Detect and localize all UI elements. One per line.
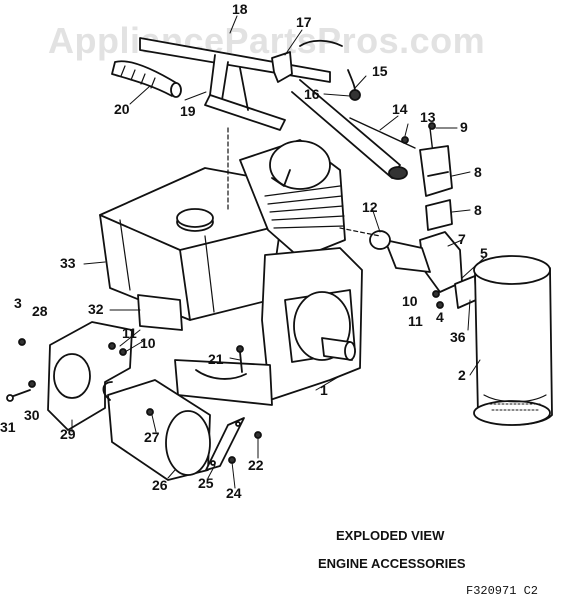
- callout-4: 4: [436, 309, 444, 325]
- callout-8-upper: 8: [474, 164, 482, 180]
- callout-2: 2: [458, 367, 466, 383]
- grip-handle: [111, 60, 182, 98]
- callout-21: 21: [208, 351, 224, 367]
- engine-block: [99, 127, 363, 406]
- drawing-code: F320971 C2: [466, 584, 539, 598]
- callout-32: 32: [88, 301, 104, 317]
- callout-29: 29: [60, 426, 76, 442]
- callout-36: 36: [450, 329, 466, 345]
- callout-16: 16: [304, 86, 320, 102]
- callout-20: 20: [114, 101, 130, 117]
- caption-line-2: ENGINE ACCESSORIES: [318, 556, 466, 571]
- upper-small-parts: [271, 39, 436, 163]
- callout-14: 14: [392, 101, 408, 117]
- air-cleaner: [473, 255, 553, 426]
- callout-15: 15: [372, 63, 388, 79]
- callout-3: 3: [14, 295, 22, 311]
- callout-11-right: 11: [408, 313, 423, 329]
- callout-24: 24: [226, 485, 242, 501]
- watermark: AppliancePartsPros.com: [48, 20, 486, 61]
- callout-22: 22: [248, 457, 264, 473]
- callout-leaders: [71, 15, 485, 489]
- callout-18: 18: [232, 1, 248, 17]
- callout-33: 33: [60, 255, 76, 271]
- mounting-strap: [205, 417, 262, 471]
- callout-31: 31: [0, 419, 16, 435]
- carburetor-assembly: [339, 145, 477, 309]
- callout-10-left: 10: [140, 335, 156, 351]
- callout-17: 17: [296, 14, 312, 30]
- callout-13: 13: [420, 109, 436, 125]
- callout-30: 30: [24, 407, 40, 423]
- callout-7: 7: [458, 231, 466, 247]
- callout-26: 26: [152, 477, 168, 493]
- callout-11-left: 11: [122, 325, 137, 341]
- callout-19: 19: [180, 103, 196, 119]
- callout-1: 1: [320, 382, 328, 398]
- callout-9: 9: [460, 119, 468, 135]
- callout-28: 28: [32, 303, 48, 319]
- callout-10-right: 10: [402, 293, 418, 309]
- callout-25: 25: [198, 475, 214, 491]
- callout-8-lower: 8: [474, 202, 482, 218]
- callout-12: 12: [362, 199, 378, 215]
- callout-27: 27: [144, 429, 160, 445]
- callout-5: 5: [480, 245, 488, 261]
- starter-bracket: [6, 321, 133, 431]
- caption-line-1: EXPLODED VIEW: [336, 528, 445, 543]
